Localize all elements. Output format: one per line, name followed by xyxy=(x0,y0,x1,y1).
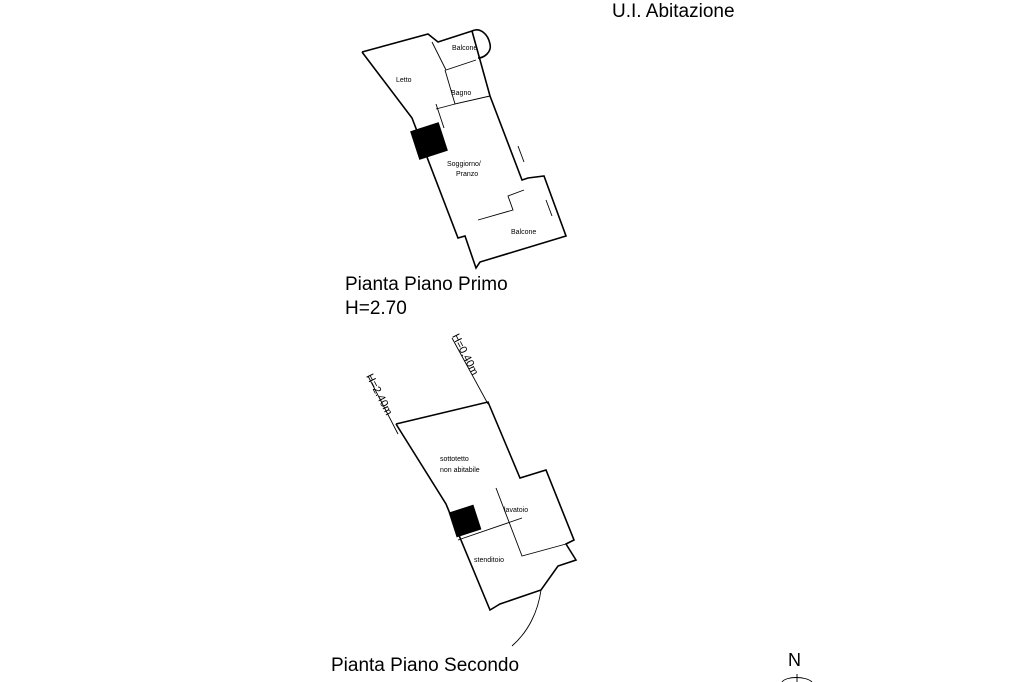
height-left-label: H=2.40m xyxy=(363,372,394,418)
height-right-label: H=0.40m xyxy=(449,332,480,378)
first-floor-outer-wall xyxy=(361,29,568,270)
first-floor-round-balcony xyxy=(471,29,492,59)
north-arrow-icon xyxy=(781,677,813,682)
door-swing xyxy=(511,589,542,647)
second-floor-caption: Pianta Piano Secondo xyxy=(331,655,520,676)
room-bedroom: Letto xyxy=(396,77,412,84)
north-label: N xyxy=(788,650,801,670)
living-balcony-partition xyxy=(477,189,525,221)
room-attic-line1: sottotetto xyxy=(440,456,469,463)
room-laundry: lavatoio xyxy=(504,507,528,514)
first-floor-plan: Balcone Letto Bagno Soggiorno/ Pranzo Ba… xyxy=(361,29,568,270)
height-marker-right xyxy=(451,337,489,405)
drying-partition xyxy=(457,517,523,541)
first-floor-caption: Pianta Piano Primo xyxy=(345,274,508,295)
laundry-partition xyxy=(495,487,567,557)
drawing-title: U.I. Abitazione xyxy=(612,1,735,22)
second-floor-plan: H=2.40m H=0.40m sottotetto non abitabile… xyxy=(363,332,578,647)
room-drying: stenditoio xyxy=(474,557,504,564)
height-marker-left xyxy=(367,375,399,435)
north-arrow xyxy=(781,674,813,682)
bedroom-partition xyxy=(444,69,491,105)
room-balcony-top: Balcone xyxy=(452,45,477,52)
room-living-line2: Pranzo xyxy=(456,171,478,178)
second-floor-outer-wall xyxy=(395,401,578,612)
room-balcony-bottom: Balcone xyxy=(511,229,536,236)
room-attic-line2: non abitabile xyxy=(440,467,480,474)
balcony-divider xyxy=(431,41,447,71)
room-living-line1: Soggiorno/ xyxy=(447,161,481,168)
room-bathroom: Bagno xyxy=(451,90,471,97)
first-floor-height: H=2.70 xyxy=(345,298,407,319)
